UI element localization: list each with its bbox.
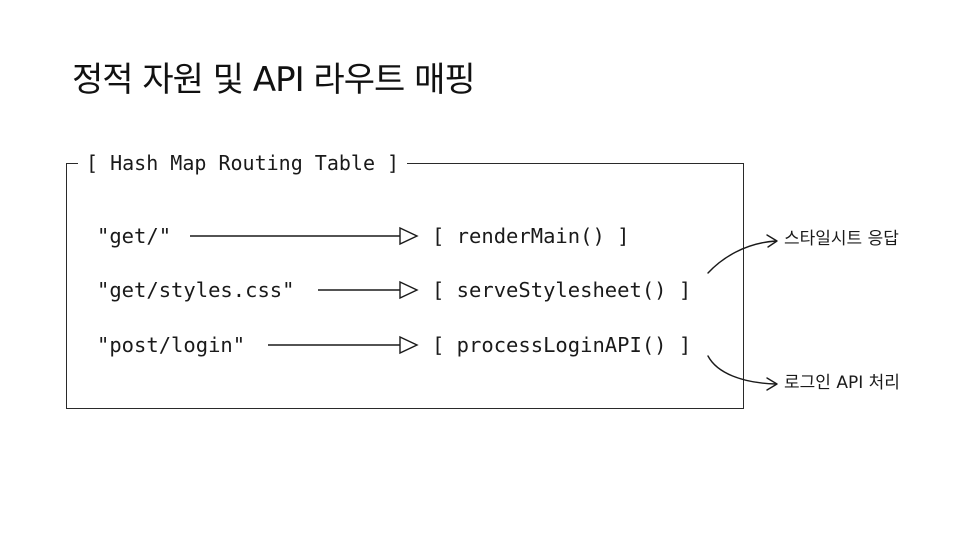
route-key-login: "post/login": [97, 333, 246, 357]
annotation-stylesheet-response: 스타일시트 응답: [784, 229, 899, 249]
route-handler-process-login: [ processLoginAPI() ]: [432, 333, 692, 357]
route-key-root: "get/": [97, 224, 172, 248]
route-arrow-login: [268, 335, 419, 355]
route-key-styles: "get/styles.css": [97, 278, 295, 302]
route-arrow-styles: [318, 280, 419, 300]
annotation-login-api: 로그인 API 처리: [784, 373, 900, 393]
route-handler-serve-stylesheet: [ serveStylesheet() ]: [432, 278, 692, 302]
route-handler-render-main: [ renderMain() ]: [432, 224, 630, 248]
page-title: 정적 자원 및 API 라우트 매핑: [72, 60, 476, 100]
route-arrow-root: [190, 226, 419, 246]
annotation-arrow-login: [707, 355, 778, 391]
annotation-arrow-stylesheet: [707, 234, 778, 274]
routing-table-label: [ Hash Map Routing Table ]: [78, 151, 408, 175]
